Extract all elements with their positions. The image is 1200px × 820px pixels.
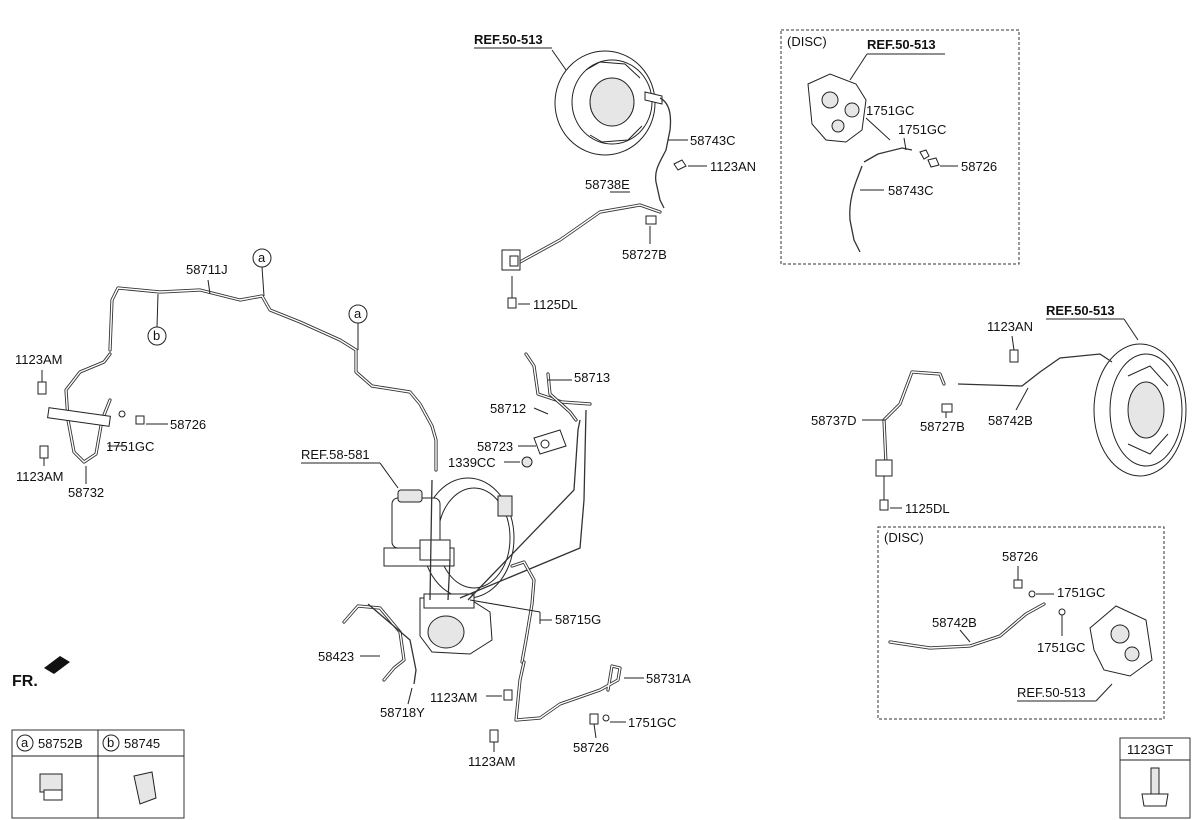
part-58742B-right[interactable]: 58742B [988,413,1033,428]
disc-caliper-bottom [1089,605,1153,677]
part-58711J[interactable]: 58711J [186,262,228,277]
part-58718Y[interactable]: 58718Y [380,705,425,720]
ref-label-drum-right[interactable]: REF.50-513 [1046,303,1115,318]
part-58727B-right[interactable]: 58727B [920,419,965,434]
part-1339CC[interactable]: 1339CC [448,455,496,470]
part-58713[interactable]: 58713 [574,370,610,385]
legend-b-part[interactable]: 58745 [124,736,160,751]
part-1123AM-left-1[interactable]: 1123AM [15,352,62,367]
legend-a-letter[interactable]: a [21,735,29,750]
legend-table: a 58752B b 58745 [11,729,185,819]
part-58726-right-disc[interactable]: 58726 [1002,549,1038,564]
rear-drum-assembly-top [554,50,663,156]
part-1125DL-right[interactable]: 1125DL [905,501,950,516]
front-arrow-icon [44,656,70,674]
part-58738E[interactable]: 58738E [585,177,630,192]
legend-bolt-part[interactable]: 1123GT [1127,742,1173,757]
part-58726-disc[interactable]: 58726 [961,159,997,174]
ref-label-drum-top[interactable]: REF.50-513 [474,32,543,47]
part-58743C-disc[interactable]: 58743C [888,183,934,198]
callout-a-1-letter[interactable]: a [258,250,266,265]
part-58726-left[interactable]: 58726 [170,417,206,432]
part-1123AN-top[interactable]: 1123AN [710,159,756,174]
bolt-1123GT-icon [1141,767,1169,807]
clip-58745-icon [133,771,157,805]
part-58723[interactable]: 58723 [477,439,513,454]
ref-label-disc-top[interactable]: REF.50-513 [867,37,936,52]
front-direction-label[interactable]: FR. [12,673,38,690]
part-58726-center[interactable]: 58726 [573,740,609,755]
disc-label-top[interactable]: (DISC) [787,34,827,49]
part-1751GC-disc-b[interactable]: 1751GC [898,122,946,137]
ref-label-booster[interactable]: REF.58-581 [301,447,370,462]
callout-a-2-letter[interactable]: a [354,306,362,321]
part-1751GC-right-disc-1[interactable]: 1751GC [1057,585,1105,600]
part-58423[interactable]: 58423 [318,649,354,664]
part-58712[interactable]: 58712 [490,401,526,416]
part-1125DL-top[interactable]: 1125DL [533,297,578,312]
part-1123AN-right[interactable]: 1123AN [987,319,1033,334]
legend-bolt: 1123GT [1119,737,1191,819]
part-58742B-right-disc[interactable]: 58742B [932,615,977,630]
part-58731A[interactable]: 58731A [646,671,691,686]
abs-module [419,593,493,655]
part-1123AM-center-2[interactable]: 1123AM [468,754,515,769]
part-58743C-top[interactable]: 58743C [690,133,736,148]
legend-a-part[interactable]: 58752B [38,736,83,751]
part-58732[interactable]: 58732 [68,485,104,500]
disc-box-bottom [877,526,1165,720]
clip-58752B-icon [39,773,63,801]
part-1123AM-left-2[interactable]: 1123AM [16,469,63,484]
callout-b-1-letter[interactable]: b [153,328,160,343]
ref-label-disc-bottom[interactable]: REF.50-513 [1017,685,1086,700]
disc-caliper-top [807,73,867,143]
disc-label-bottom[interactable]: (DISC) [884,530,924,545]
part-1123AM-center-1[interactable]: 1123AM [430,690,477,705]
part-1751GC-right-disc-2[interactable]: 1751GC [1037,640,1085,655]
disc-box-top [780,29,1020,265]
rear-drum-assembly-right [1093,343,1187,477]
master-cylinder [383,489,455,567]
part-1751GC-left[interactable]: 1751GC [106,439,154,454]
part-1751GC-disc-a[interactable]: 1751GC [866,103,914,118]
part-58727B-top[interactable]: 58727B [622,247,667,262]
part-58737D[interactable]: 58737D [811,413,857,428]
part-58715G[interactable]: 58715G [555,612,601,627]
part-1751GC-center[interactable]: 1751GC [628,715,676,730]
legend-b-letter[interactable]: b [107,735,114,750]
